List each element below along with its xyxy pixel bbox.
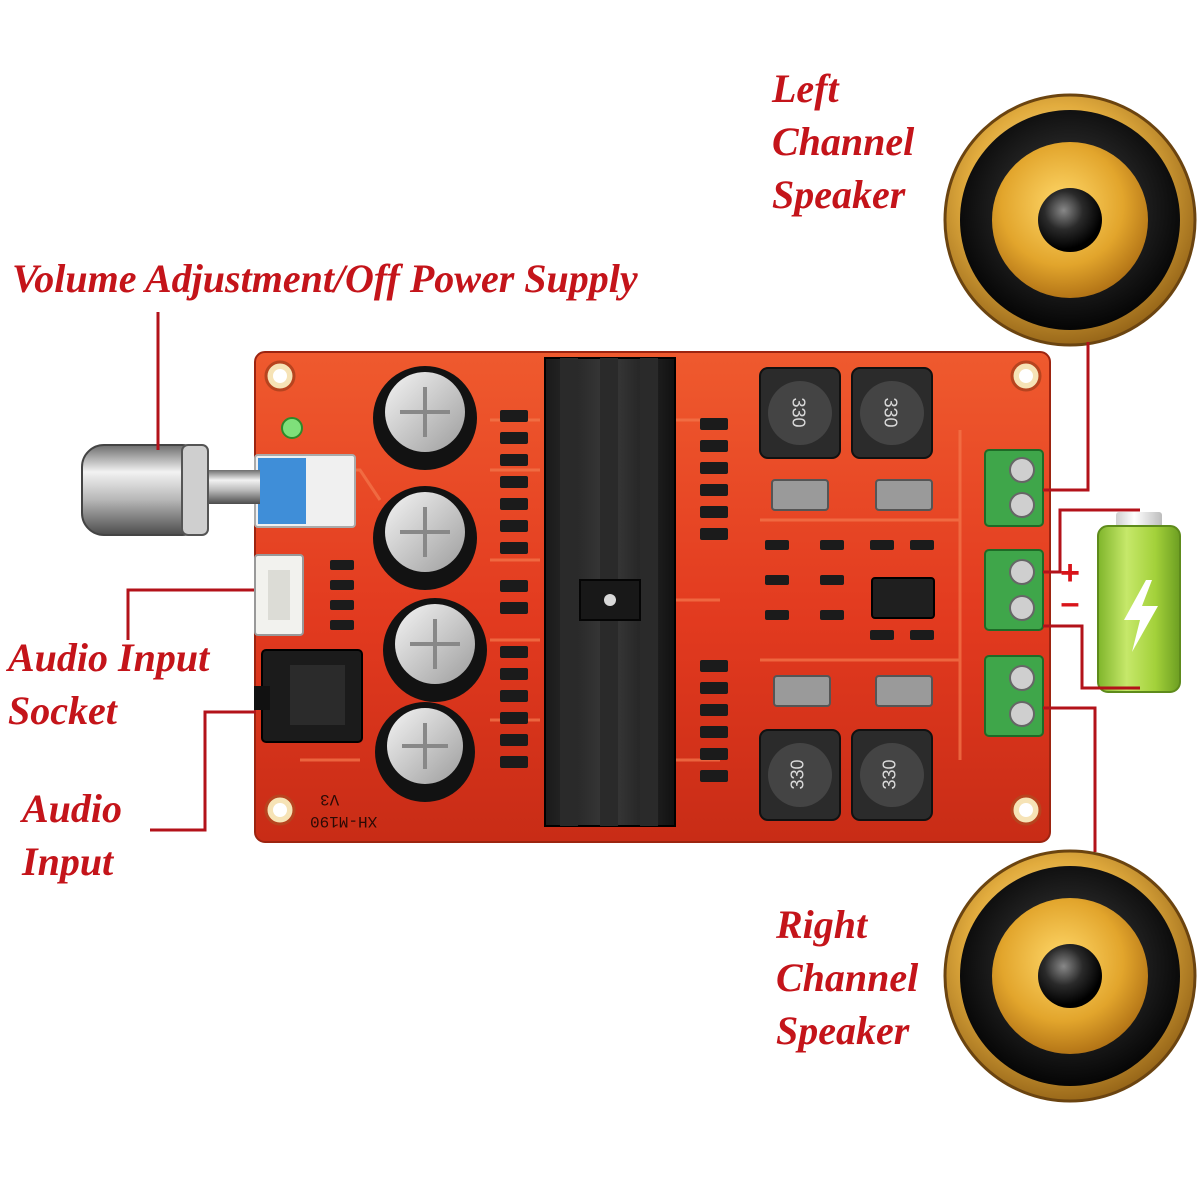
inductor-marking: 330 (879, 759, 900, 790)
heatsink (544, 357, 676, 827)
right-channel-speaker-label: Right Channel Speaker (776, 902, 919, 1053)
audio-input-socket-label: Audio Input Socket (8, 635, 210, 733)
leader-lines (126, 312, 1140, 852)
inductors (759, 367, 933, 821)
screw-terminals (984, 449, 1044, 737)
battery-icon (1097, 512, 1181, 693)
battery-negative-sign: – (1061, 584, 1080, 622)
smd-components-right (700, 418, 934, 782)
volume-label: Volume Adjustment/Off Power Supply (12, 256, 638, 301)
smd-blocks (771, 479, 935, 707)
electrolytic-capacitors (373, 366, 487, 802)
board-model-silkscreen: XH-M190 (310, 812, 378, 830)
board-version-silkscreen: V3 (320, 790, 340, 808)
lightning-bolt-icon (1124, 580, 1158, 652)
audio-input-label: Audio Input (22, 786, 123, 884)
inductor-marking: 330 (880, 397, 901, 428)
right-speaker-icon (943, 849, 1197, 1103)
inductor-marking: 330 (788, 397, 809, 428)
audio-input-jack (254, 649, 363, 743)
inductor-marking: 330 (787, 759, 808, 790)
battery-positive-sign: + (1060, 554, 1080, 592)
volume-potentiometer (81, 444, 356, 536)
left-speaker-icon (943, 93, 1197, 347)
power-led (281, 417, 303, 439)
smd-components-left (330, 410, 528, 768)
amplifier-board (81, 351, 1051, 843)
left-channel-speaker-label: Left Channel Speaker (772, 66, 915, 217)
mounting-holes (264, 360, 1042, 826)
